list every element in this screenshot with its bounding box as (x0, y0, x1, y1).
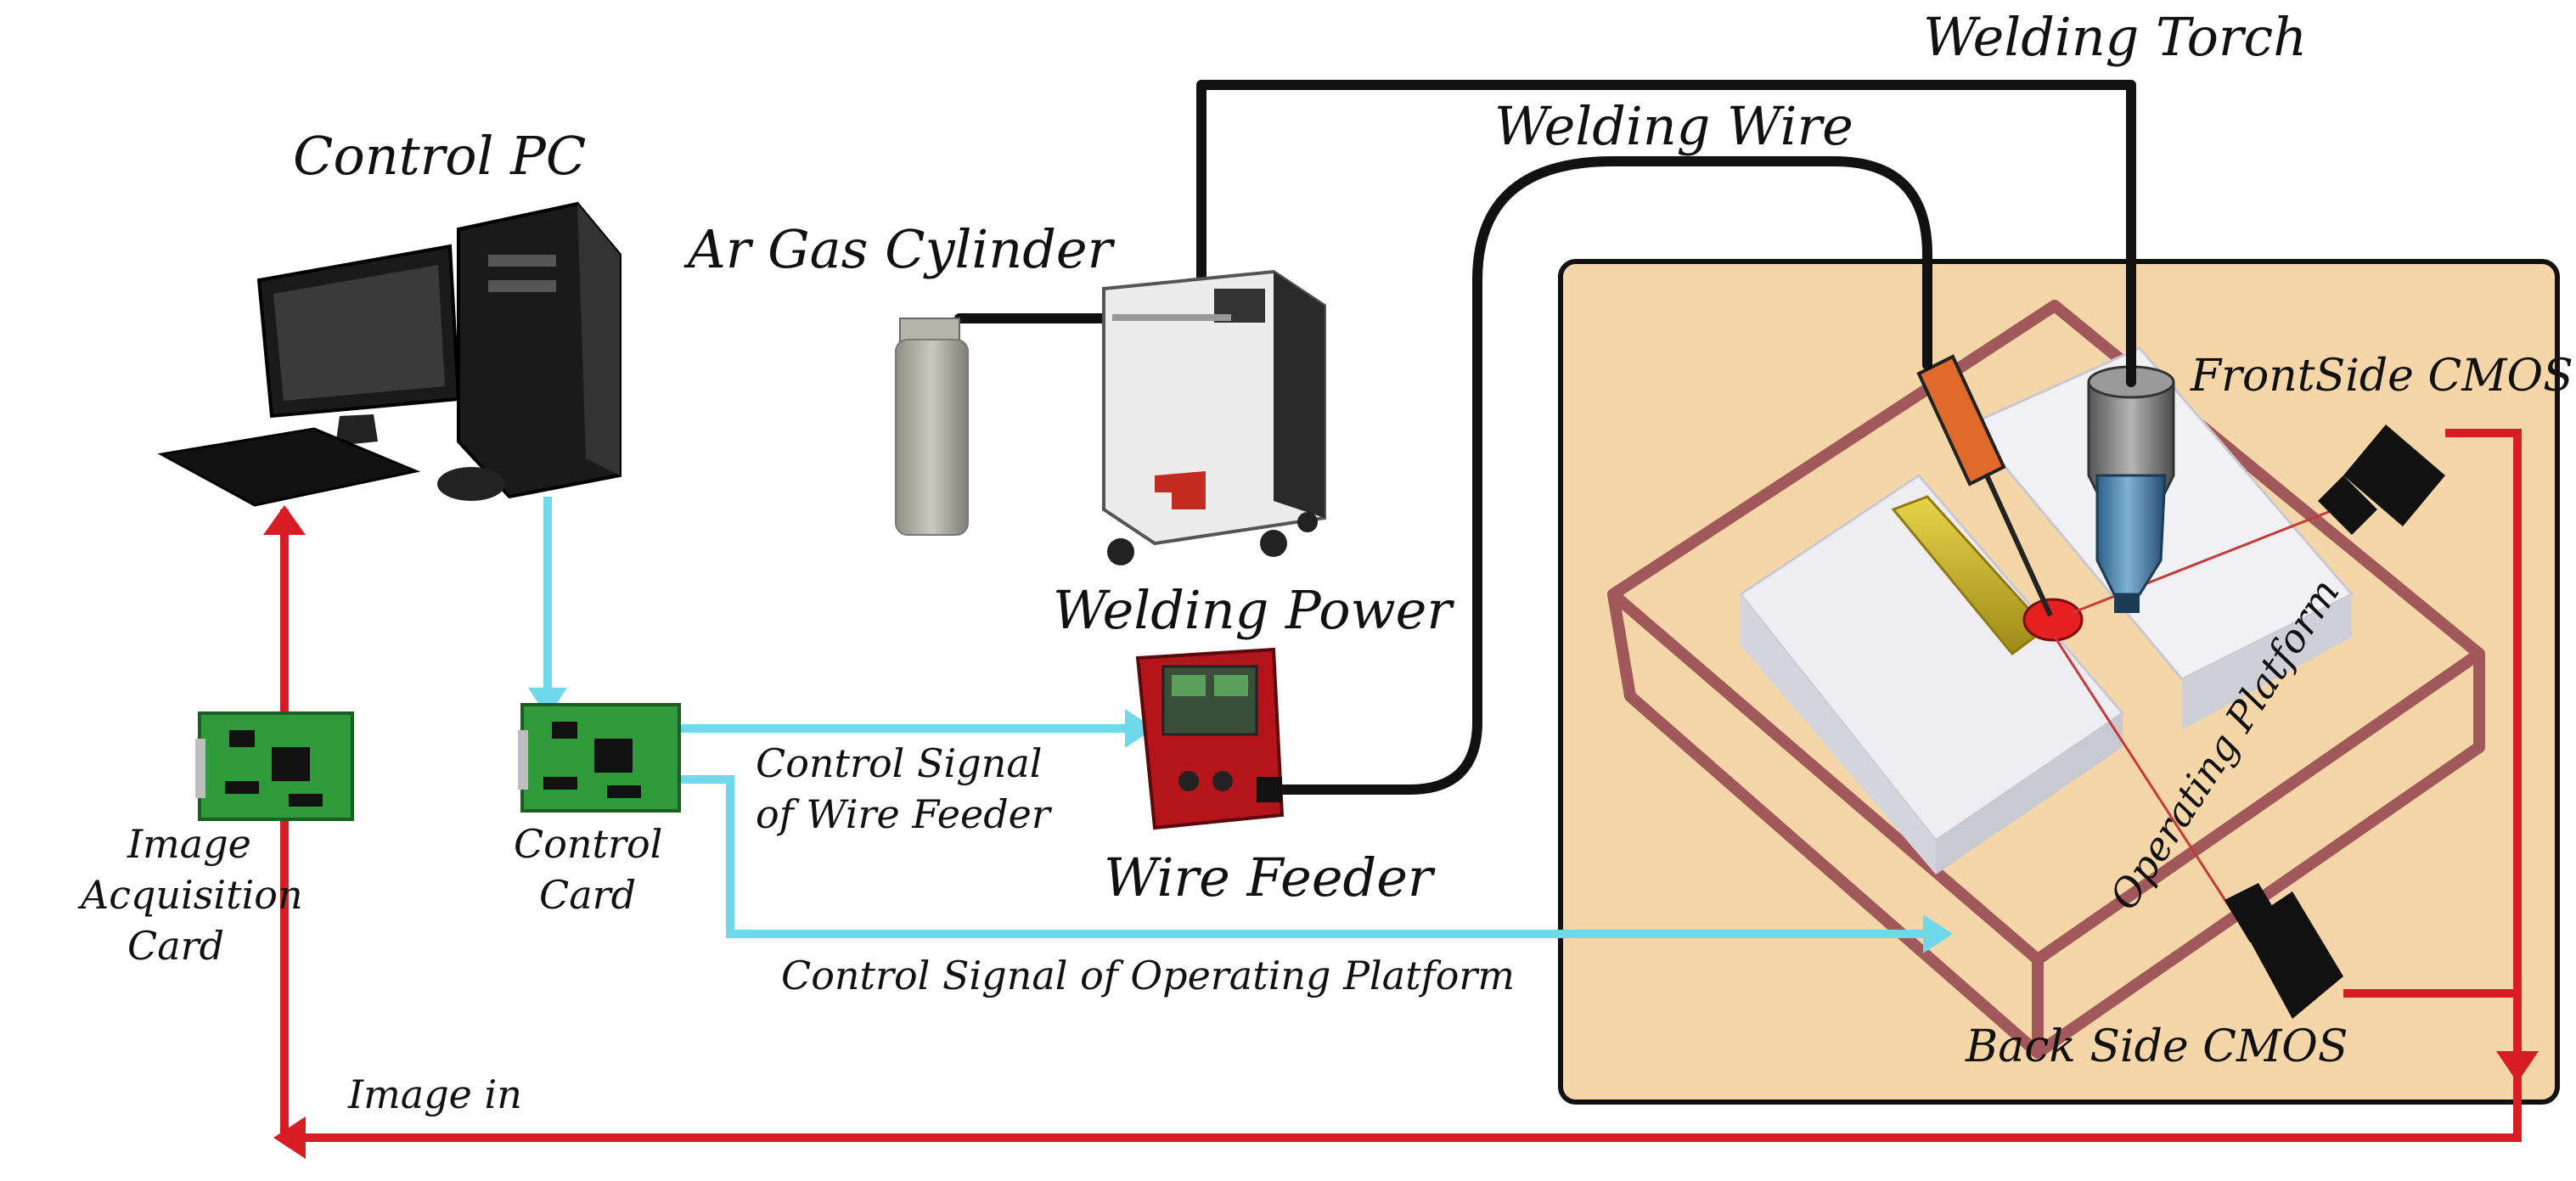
platform-frame (1607, 300, 2485, 1059)
back-side-cmos-label: Back Side CMOS (1965, 1021, 2348, 1072)
welding-power-label: Welding Power (1053, 579, 1454, 641)
front-cmos-camera-icon (2318, 425, 2445, 535)
wire-guide (1916, 354, 2053, 617)
control-card-icon (518, 703, 681, 813)
welding-wire-cable (1268, 156, 1932, 795)
control-signal-operating-platform-label: Control Signal of Operating Platform (781, 953, 1515, 998)
ar-gas-cylinder-label: Ar Gas Cylinder (683, 218, 1116, 280)
wire-feeder-icon (1135, 647, 1285, 830)
front-side-cmos-label: FrontSide CMOS (2190, 351, 2573, 402)
welding-power-icon (1102, 269, 1326, 565)
control-pc-label: Control PC (293, 125, 586, 187)
gas-cylinder-icon (895, 318, 969, 536)
image-acquisition-card-label-line1: Image (127, 821, 251, 867)
control-signal-lines (543, 497, 1932, 938)
image-signal-lines (280, 429, 2522, 1142)
image-arrowheads (263, 505, 2539, 1159)
cables (954, 80, 2136, 795)
weld-pool (2022, 598, 2084, 642)
wire-feeder-label: Wire Feeder (1104, 846, 1436, 908)
control-signal-wire-feeder-label-line2: of Wire Feeder (756, 791, 1053, 837)
workpiece-left (1738, 474, 2125, 875)
control-signal-wire-feeder-label-line1: Control Signal (756, 740, 1042, 786)
welding-wire-label: Welding Wire (1494, 95, 1853, 157)
control-pc-icon (157, 201, 622, 507)
image-in-label: Image in (347, 1071, 522, 1117)
control-card-label-line1: Control (514, 821, 662, 867)
image-acquisition-card-icon (195, 711, 354, 821)
back-cmos-camera-icon (2224, 883, 2343, 1019)
welding-torch-label: Welding Torch (1923, 6, 2307, 68)
torch-cable (1196, 80, 2136, 387)
image-acquisition-card-label-line2: Acquisition (77, 872, 303, 918)
image-acquisition-card-label-line3: Card (127, 923, 224, 969)
control-card-label-line2: Card (539, 872, 636, 918)
